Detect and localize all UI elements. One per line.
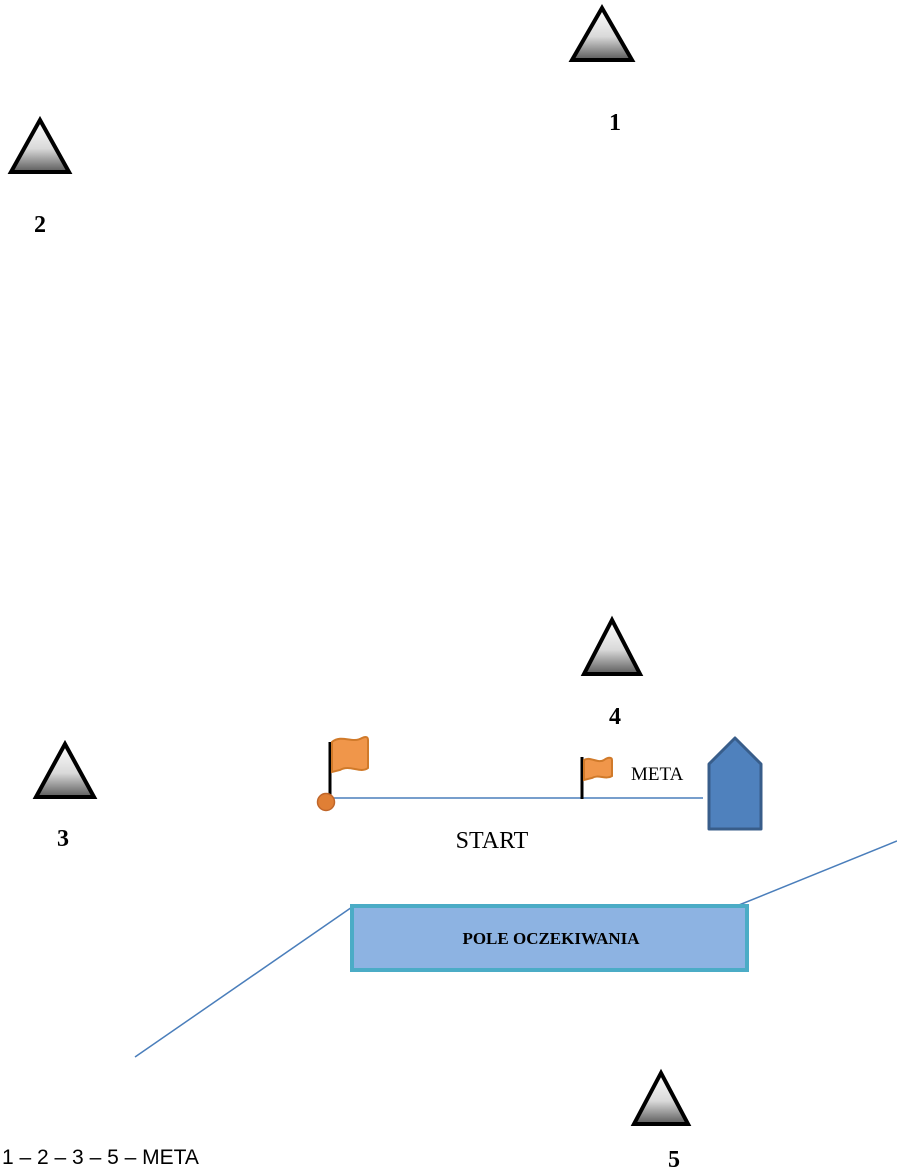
- course-sequence: 1 – 2 – 3 – 5 – META: [2, 1146, 199, 1169]
- waiting-area-boundary-left: [134, 904, 356, 1058]
- start-pin-flag: [316, 735, 369, 812]
- triangle-buoy-icon: [568, 3, 636, 62]
- pin-buoy-icon: [316, 792, 336, 812]
- finish-label: META: [631, 764, 684, 785]
- triangle-buoy-icon: [7, 115, 73, 174]
- triangle-buoy-icon: [580, 615, 644, 676]
- mark-1: 1: [568, 3, 636, 136]
- finish-flag: [580, 756, 613, 799]
- mark-4: 4: [580, 615, 644, 730]
- mark-3-label: 3: [57, 826, 69, 852]
- waiting-area-label: POLE OCZEKIWANIA: [462, 929, 640, 948]
- start-label: START: [456, 828, 529, 854]
- waiting-area-box: [350, 904, 749, 972]
- mark-4-label: 4: [609, 704, 621, 730]
- mark-3: 3: [32, 739, 98, 852]
- orange-flag-icon: [583, 756, 613, 782]
- mark-5: 5: [630, 1068, 692, 1172]
- mark-2-label: 2: [34, 212, 46, 238]
- mark-5-label: 5: [668, 1147, 680, 1172]
- mark-1-label: 1: [609, 110, 621, 136]
- committee-boat-icon: [707, 736, 763, 831]
- mark-2: 2: [7, 115, 73, 238]
- triangle-buoy-icon: [630, 1068, 692, 1126]
- waiting-area-boundary-right: [738, 840, 897, 906]
- waiting-area: POLE OCZEKIWANIA: [350, 904, 749, 972]
- orange-flag-icon: [331, 735, 369, 774]
- triangle-buoy-icon: [32, 739, 98, 799]
